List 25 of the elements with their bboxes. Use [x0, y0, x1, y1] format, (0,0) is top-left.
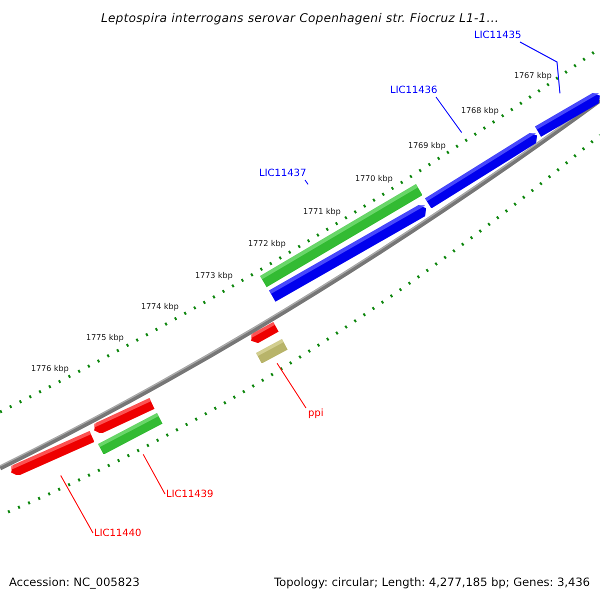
- tick-label: 1772 kbp: [248, 239, 286, 249]
- tick-label: 1771 kbp: [303, 207, 341, 217]
- tick-label: 1773 kbp: [195, 271, 233, 281]
- tick-label: 1776 kbp: [31, 364, 69, 374]
- accession-text: Accession: NC_005823: [9, 575, 140, 589]
- leader-line: [276, 362, 306, 408]
- gene-label: LIC11436: [390, 85, 438, 97]
- gene-label: LIC11435: [474, 30, 522, 42]
- tick-label: 1770 kbp: [355, 174, 393, 184]
- leader-line: [436, 96, 462, 134]
- gene-label: LIC11440: [94, 528, 142, 540]
- leader-line: [60, 474, 94, 534]
- title: Leptospira interrogans serovar Copenhageni str. Fiocruz L1-1...: [101, 11, 499, 25]
- leader-line: [520, 42, 560, 94]
- gene-label: ppi: [308, 408, 324, 420]
- gene-label: LIC11437: [259, 168, 306, 180]
- tick-label: 1774 kbp: [141, 302, 179, 312]
- tick-label: 1768 kbp: [461, 106, 499, 116]
- tick-label: 1769 kbp: [408, 141, 446, 151]
- genome-summary-text: Topology: circular; Length: 4,277,185 bp; Genes: 3,436: [274, 575, 590, 589]
- tick-label: 1775 kbp: [86, 333, 124, 343]
- leader-line: [142, 454, 166, 494]
- leader-line: [304, 180, 309, 185]
- gene-label: LIC11439: [166, 489, 214, 501]
- tick-label: 1767 kbp: [514, 71, 552, 81]
